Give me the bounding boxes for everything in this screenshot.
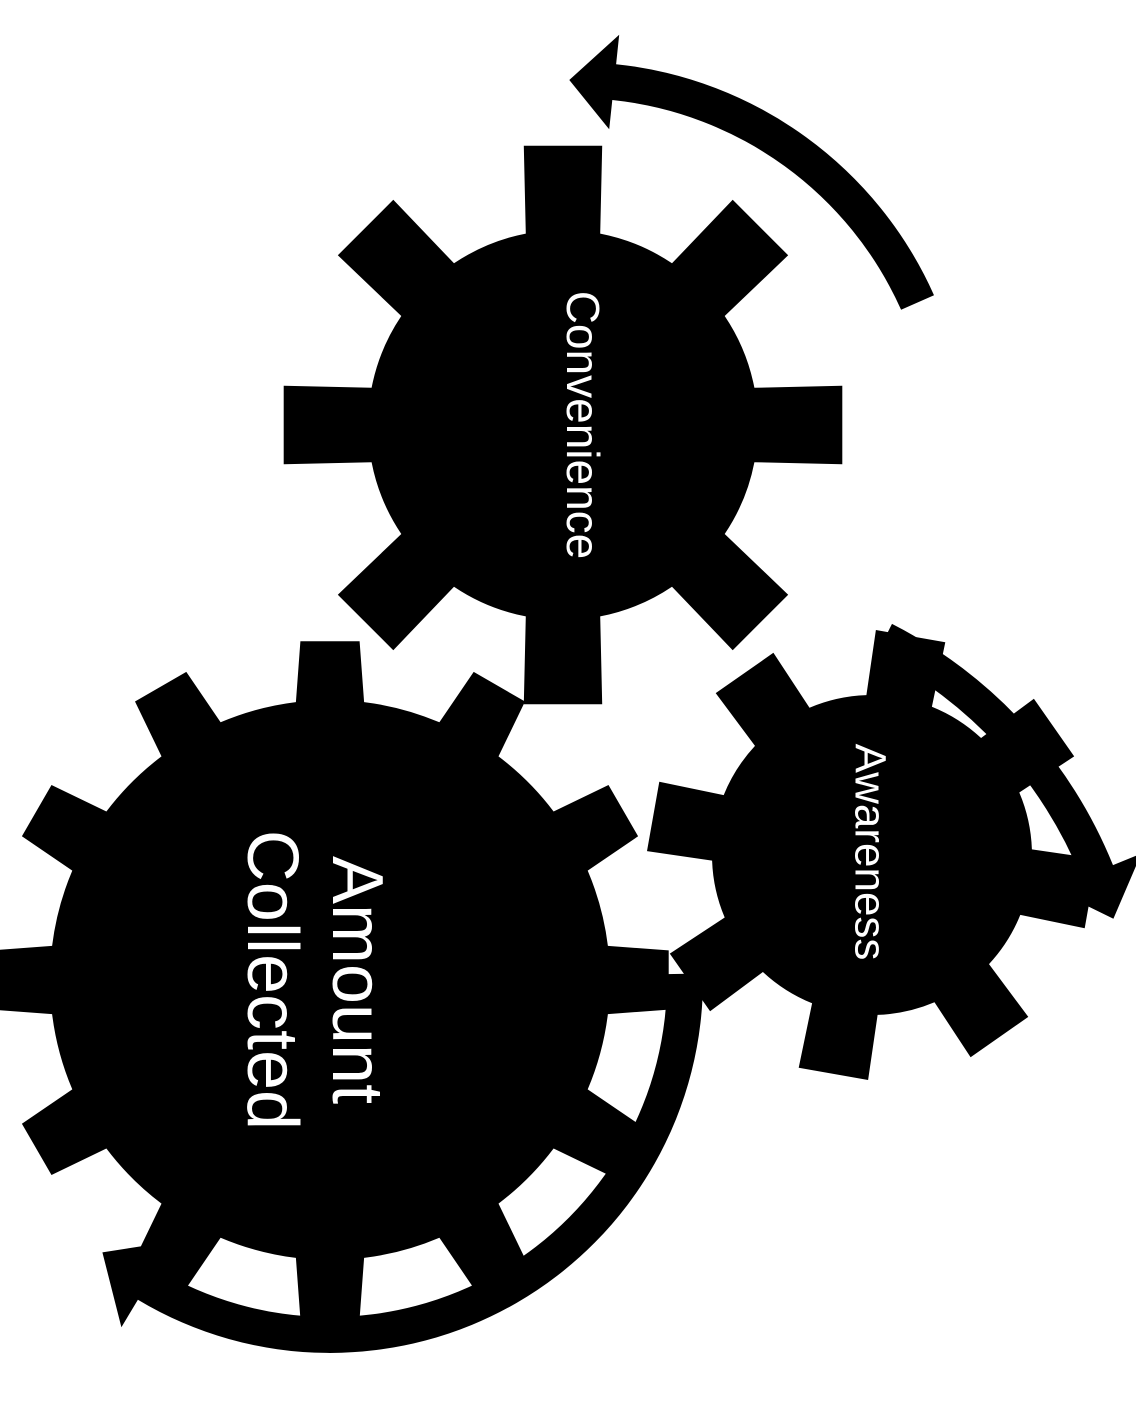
right-curved-arrow-icon [876, 623, 1136, 919]
bottom-curved-arrow-icon [102, 973, 703, 1353]
amount-collected-gear [0, 641, 669, 1319]
awareness-gear [647, 630, 1097, 1080]
convenience-label: Convenience [557, 291, 609, 560]
top-curved-arrow-icon [569, 34, 934, 310]
amount-label: Amount [317, 856, 397, 1104]
convenience-gear [283, 145, 843, 705]
collected-label: Collected [232, 830, 312, 1130]
awareness-label: Awareness [846, 744, 895, 961]
